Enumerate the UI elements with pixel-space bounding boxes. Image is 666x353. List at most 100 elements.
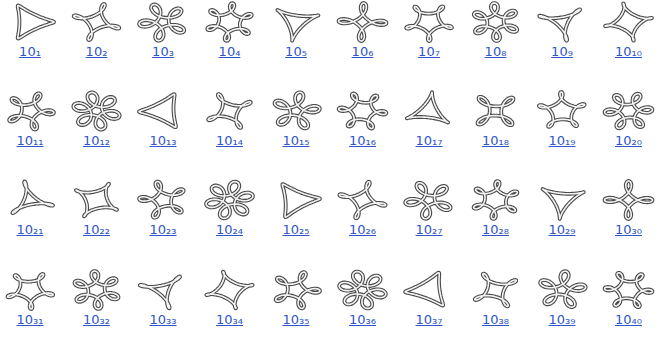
knot-tube-outline <box>277 10 318 41</box>
knot-tube-outline <box>605 273 653 307</box>
knot-label: 10₃₈ <box>482 312 509 327</box>
knot-tube-fill <box>73 92 119 129</box>
knot-tube-fill <box>206 272 252 309</box>
knot-tube-fill <box>12 182 53 214</box>
knot-tube-fill <box>539 9 580 40</box>
knot-tube-fill <box>406 6 452 41</box>
knot-tube-outline <box>474 181 518 219</box>
knot-label: 10₂₆ <box>349 222 376 237</box>
knot-tube-outline <box>339 94 387 129</box>
knot-label: 10₃₁ <box>17 312 44 327</box>
knot-label: 10₂₀ <box>615 133 642 148</box>
knot-tube-outline <box>605 3 652 40</box>
knot-tube-fill <box>140 277 180 309</box>
knot-tube-outline <box>76 184 117 217</box>
knot-tube-outline <box>75 271 119 309</box>
knot-tube-fill <box>207 3 251 41</box>
knot-tube-fill <box>76 184 117 217</box>
knot-tube-outline <box>74 4 120 40</box>
knot-label: 10₂₃ <box>150 222 177 237</box>
knot-label: 10₁₄ <box>216 133 243 148</box>
knot-label: 10₃₆ <box>349 312 376 327</box>
knot-tube-outline <box>276 272 320 308</box>
knot-tube-outline <box>406 6 452 41</box>
knot-tube-outline <box>206 272 252 309</box>
knot-tube-fill <box>407 92 448 122</box>
knot-tube-fill <box>475 274 516 307</box>
knot-label: 10₃₄ <box>216 312 243 327</box>
knot-tube-outline <box>540 271 586 307</box>
knot-label: 10₂₄ <box>216 222 243 237</box>
knot-tube-outline <box>139 5 184 41</box>
knot-tube-fill <box>275 92 320 128</box>
knot-label: 10₃₃ <box>150 312 177 327</box>
knot-tube-outline <box>139 182 184 218</box>
knot-label: 10₃₇ <box>416 312 443 327</box>
knot-tube-outline <box>405 273 443 306</box>
knot-label: 10₇ <box>418 44 440 59</box>
knot-label: 10₅ <box>285 44 307 59</box>
knot-tube-outline <box>8 274 54 309</box>
knot-tube-outline <box>475 274 516 307</box>
knot-label: 10₂₂ <box>83 222 110 237</box>
knot-tube-fill <box>75 271 119 309</box>
knot-tube-fill <box>478 97 514 125</box>
knot-label: 10₃₂ <box>83 312 110 327</box>
knot-label: 10₁₂ <box>83 133 110 148</box>
knot-label: 10₄ <box>219 44 241 59</box>
knot-tube-fill <box>405 273 443 306</box>
knot-tube-fill <box>208 94 251 128</box>
knot-label: 10₁₃ <box>150 133 177 148</box>
knot-label: 10₁₈ <box>482 133 509 148</box>
knot-tube-outline <box>207 3 251 41</box>
knot-tube-outline <box>339 3 387 41</box>
knot-tube-outline <box>407 92 448 122</box>
knot-tube-outline <box>605 181 653 219</box>
knot-tube-outline <box>339 182 385 219</box>
knot-tube-fill <box>276 272 320 308</box>
knot-tube-outline <box>12 182 53 214</box>
knot-label: 10₂₅ <box>283 222 310 237</box>
knot-tube-outline <box>539 9 580 40</box>
knot-label: 10₃₉ <box>549 312 576 327</box>
knot-tube-fill <box>139 94 176 127</box>
knot-tube-fill <box>605 273 653 307</box>
knot-tube-fill <box>474 3 517 41</box>
knot-tube-outline <box>282 184 320 217</box>
knot-label: 10₉ <box>551 44 573 59</box>
knot-label: 10₂₉ <box>549 222 576 237</box>
knot-label: 10₂₇ <box>416 222 443 237</box>
knot-label: 10₁₁ <box>17 133 44 148</box>
knot-tube-fill <box>540 271 586 307</box>
knot-label: 10₈ <box>485 44 507 59</box>
knot-tube-fill <box>74 4 120 40</box>
knot-tube-fill <box>206 182 253 219</box>
knot-label: 10₁₆ <box>349 133 376 148</box>
knot-tube-fill <box>139 182 184 218</box>
knot-tube-outline <box>73 92 119 129</box>
knot-tube-outline <box>208 94 251 128</box>
knot-tube-outline <box>405 183 450 219</box>
knot-tube-fill <box>8 274 54 309</box>
knot-tube-fill <box>282 184 320 217</box>
knot-tube-fill <box>539 92 585 127</box>
knot-tube-outline <box>474 3 517 41</box>
knot-tube-fill <box>18 6 54 39</box>
knot-label: 10₁₀ <box>615 44 642 59</box>
knot-tube-outline <box>339 272 386 309</box>
knot-label: 10₄₀ <box>615 312 642 327</box>
knot-tube-outline <box>206 182 253 219</box>
knot-tube-outline <box>478 97 514 125</box>
knot-tube-fill <box>9 93 54 129</box>
knot-tube-fill <box>605 181 653 219</box>
knot-tube-outline <box>543 189 584 219</box>
knot-tube-fill <box>405 183 450 219</box>
knot-label: 10₃ <box>152 44 174 59</box>
knot-tube-outline <box>18 6 54 39</box>
knot-label: 10₃₅ <box>283 312 310 327</box>
knot-tube-fill <box>339 182 385 219</box>
knot-label: 10₁ <box>19 44 41 59</box>
knot-tube-outline <box>605 94 653 129</box>
knot-label: 10₃₀ <box>615 222 642 237</box>
knot-tube-outline <box>9 93 54 129</box>
